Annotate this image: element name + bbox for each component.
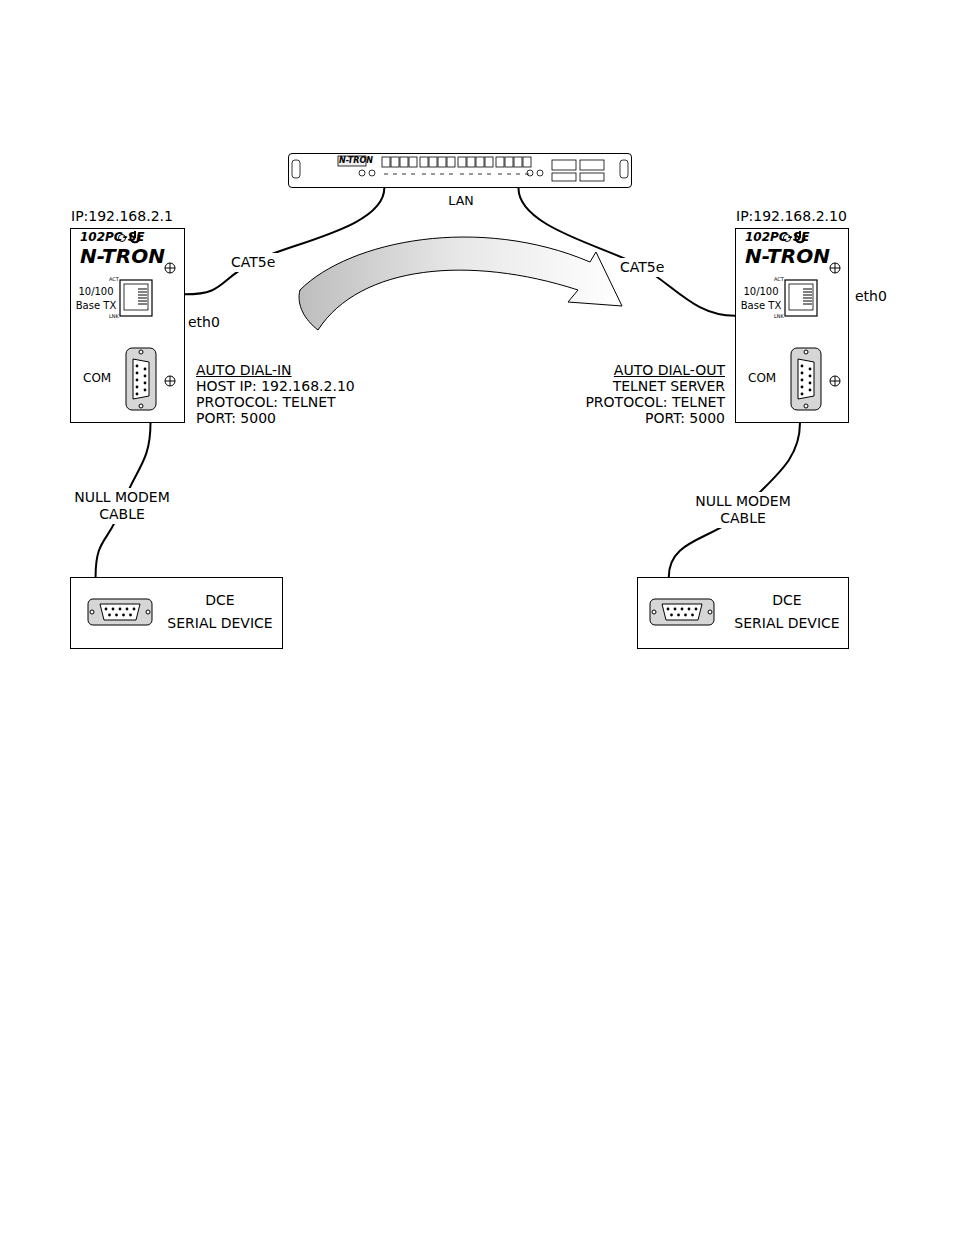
config-note: TELNET SERVER	[613, 378, 725, 394]
config-note: PORT: 5000	[196, 410, 276, 426]
device-server: IP:192.168.2.10102PC-SEN-TRONACT10/100 B…	[735, 228, 849, 423]
switch-port	[523, 157, 531, 167]
port-tick	[498, 174, 502, 175]
switch-port	[400, 157, 408, 167]
cable-label: CAT5e	[617, 258, 667, 277]
led-label: LNK	[774, 314, 784, 320]
network-switch: N-TRONLAN	[288, 153, 632, 188]
port-tick	[384, 174, 388, 175]
led-label: ACT	[774, 277, 784, 283]
port-label: 10/100 Base TX	[738, 285, 784, 313]
config-note: PROTOCOL: TELNET	[196, 394, 336, 410]
port-label: 10/100 Base TX	[73, 285, 119, 313]
cable-label: NULL MODEM CABLE	[64, 488, 180, 524]
port-tick	[525, 174, 529, 175]
device-label: SERIAL DEVICE	[728, 615, 846, 631]
switch-port	[496, 157, 504, 167]
switch-port	[420, 157, 428, 167]
port-label: COM	[748, 372, 776, 386]
ethernet-cable	[518, 188, 735, 316]
ip-heading: IP:192.168.2.1	[71, 208, 173, 224]
port-tick	[487, 174, 491, 175]
led-label: ACT	[109, 277, 119, 283]
switch-port	[447, 157, 455, 167]
device-label: DCE	[161, 592, 279, 608]
cable-label: CAT5e	[228, 253, 278, 272]
switch-port	[476, 157, 484, 167]
switch-port	[391, 157, 399, 167]
model-name: 102PC-SE	[745, 231, 809, 245]
port-tick	[460, 174, 464, 175]
port-tick	[478, 174, 482, 175]
ethernet-cable	[185, 188, 384, 294]
port-tick	[449, 174, 453, 175]
switch-port	[467, 157, 475, 167]
port-label: COM	[83, 372, 111, 386]
switch-port	[458, 157, 466, 167]
port-tick	[507, 174, 511, 175]
config-note: PROTOCOL: TELNET	[585, 394, 725, 410]
switch-port	[409, 157, 417, 167]
serial-device: DCE SERIAL DEVICE	[70, 577, 283, 649]
config-note: HOST IP: 192.168.2.10	[196, 378, 355, 394]
ip-heading: IP:192.168.2.10	[736, 208, 847, 224]
device-server: IP:192.168.2.1102PC-SEN-TRONACT10/100 Ba…	[70, 228, 185, 423]
switch-port	[505, 157, 513, 167]
port-tick	[469, 174, 473, 175]
node-heading: LAN	[289, 194, 633, 208]
model-name: 102PC-SE	[80, 231, 144, 245]
port-tick	[402, 174, 406, 175]
port-tick	[440, 174, 444, 175]
device-label: DCE	[728, 592, 846, 608]
switch-port	[485, 157, 493, 167]
port-tick	[393, 174, 397, 175]
device-label: SERIAL DEVICE	[161, 615, 279, 631]
config-note: AUTO DIAL-IN	[196, 362, 292, 378]
port-tick	[431, 174, 435, 175]
switch-port	[514, 157, 522, 167]
config-note: PORT: 5000	[645, 410, 725, 426]
interface-label: eth0	[188, 314, 220, 330]
switch-port	[438, 157, 446, 167]
port-tick	[516, 174, 520, 175]
cable-label: NULL MODEM CABLE	[685, 492, 801, 528]
interface-label: eth0	[855, 288, 887, 304]
port-tick	[422, 174, 426, 175]
port-tick	[411, 174, 415, 175]
serial-device: DCE SERIAL DEVICE	[637, 577, 849, 649]
brand-logo: N-TRON	[339, 156, 373, 165]
config-note: AUTO DIAL-OUT	[614, 362, 725, 378]
switch-port	[429, 157, 437, 167]
brand-logo: N-TRON	[745, 245, 830, 268]
switch-port	[382, 157, 390, 167]
brand-logo: N-TRON	[80, 245, 165, 268]
led-label: LNK	[109, 314, 119, 320]
